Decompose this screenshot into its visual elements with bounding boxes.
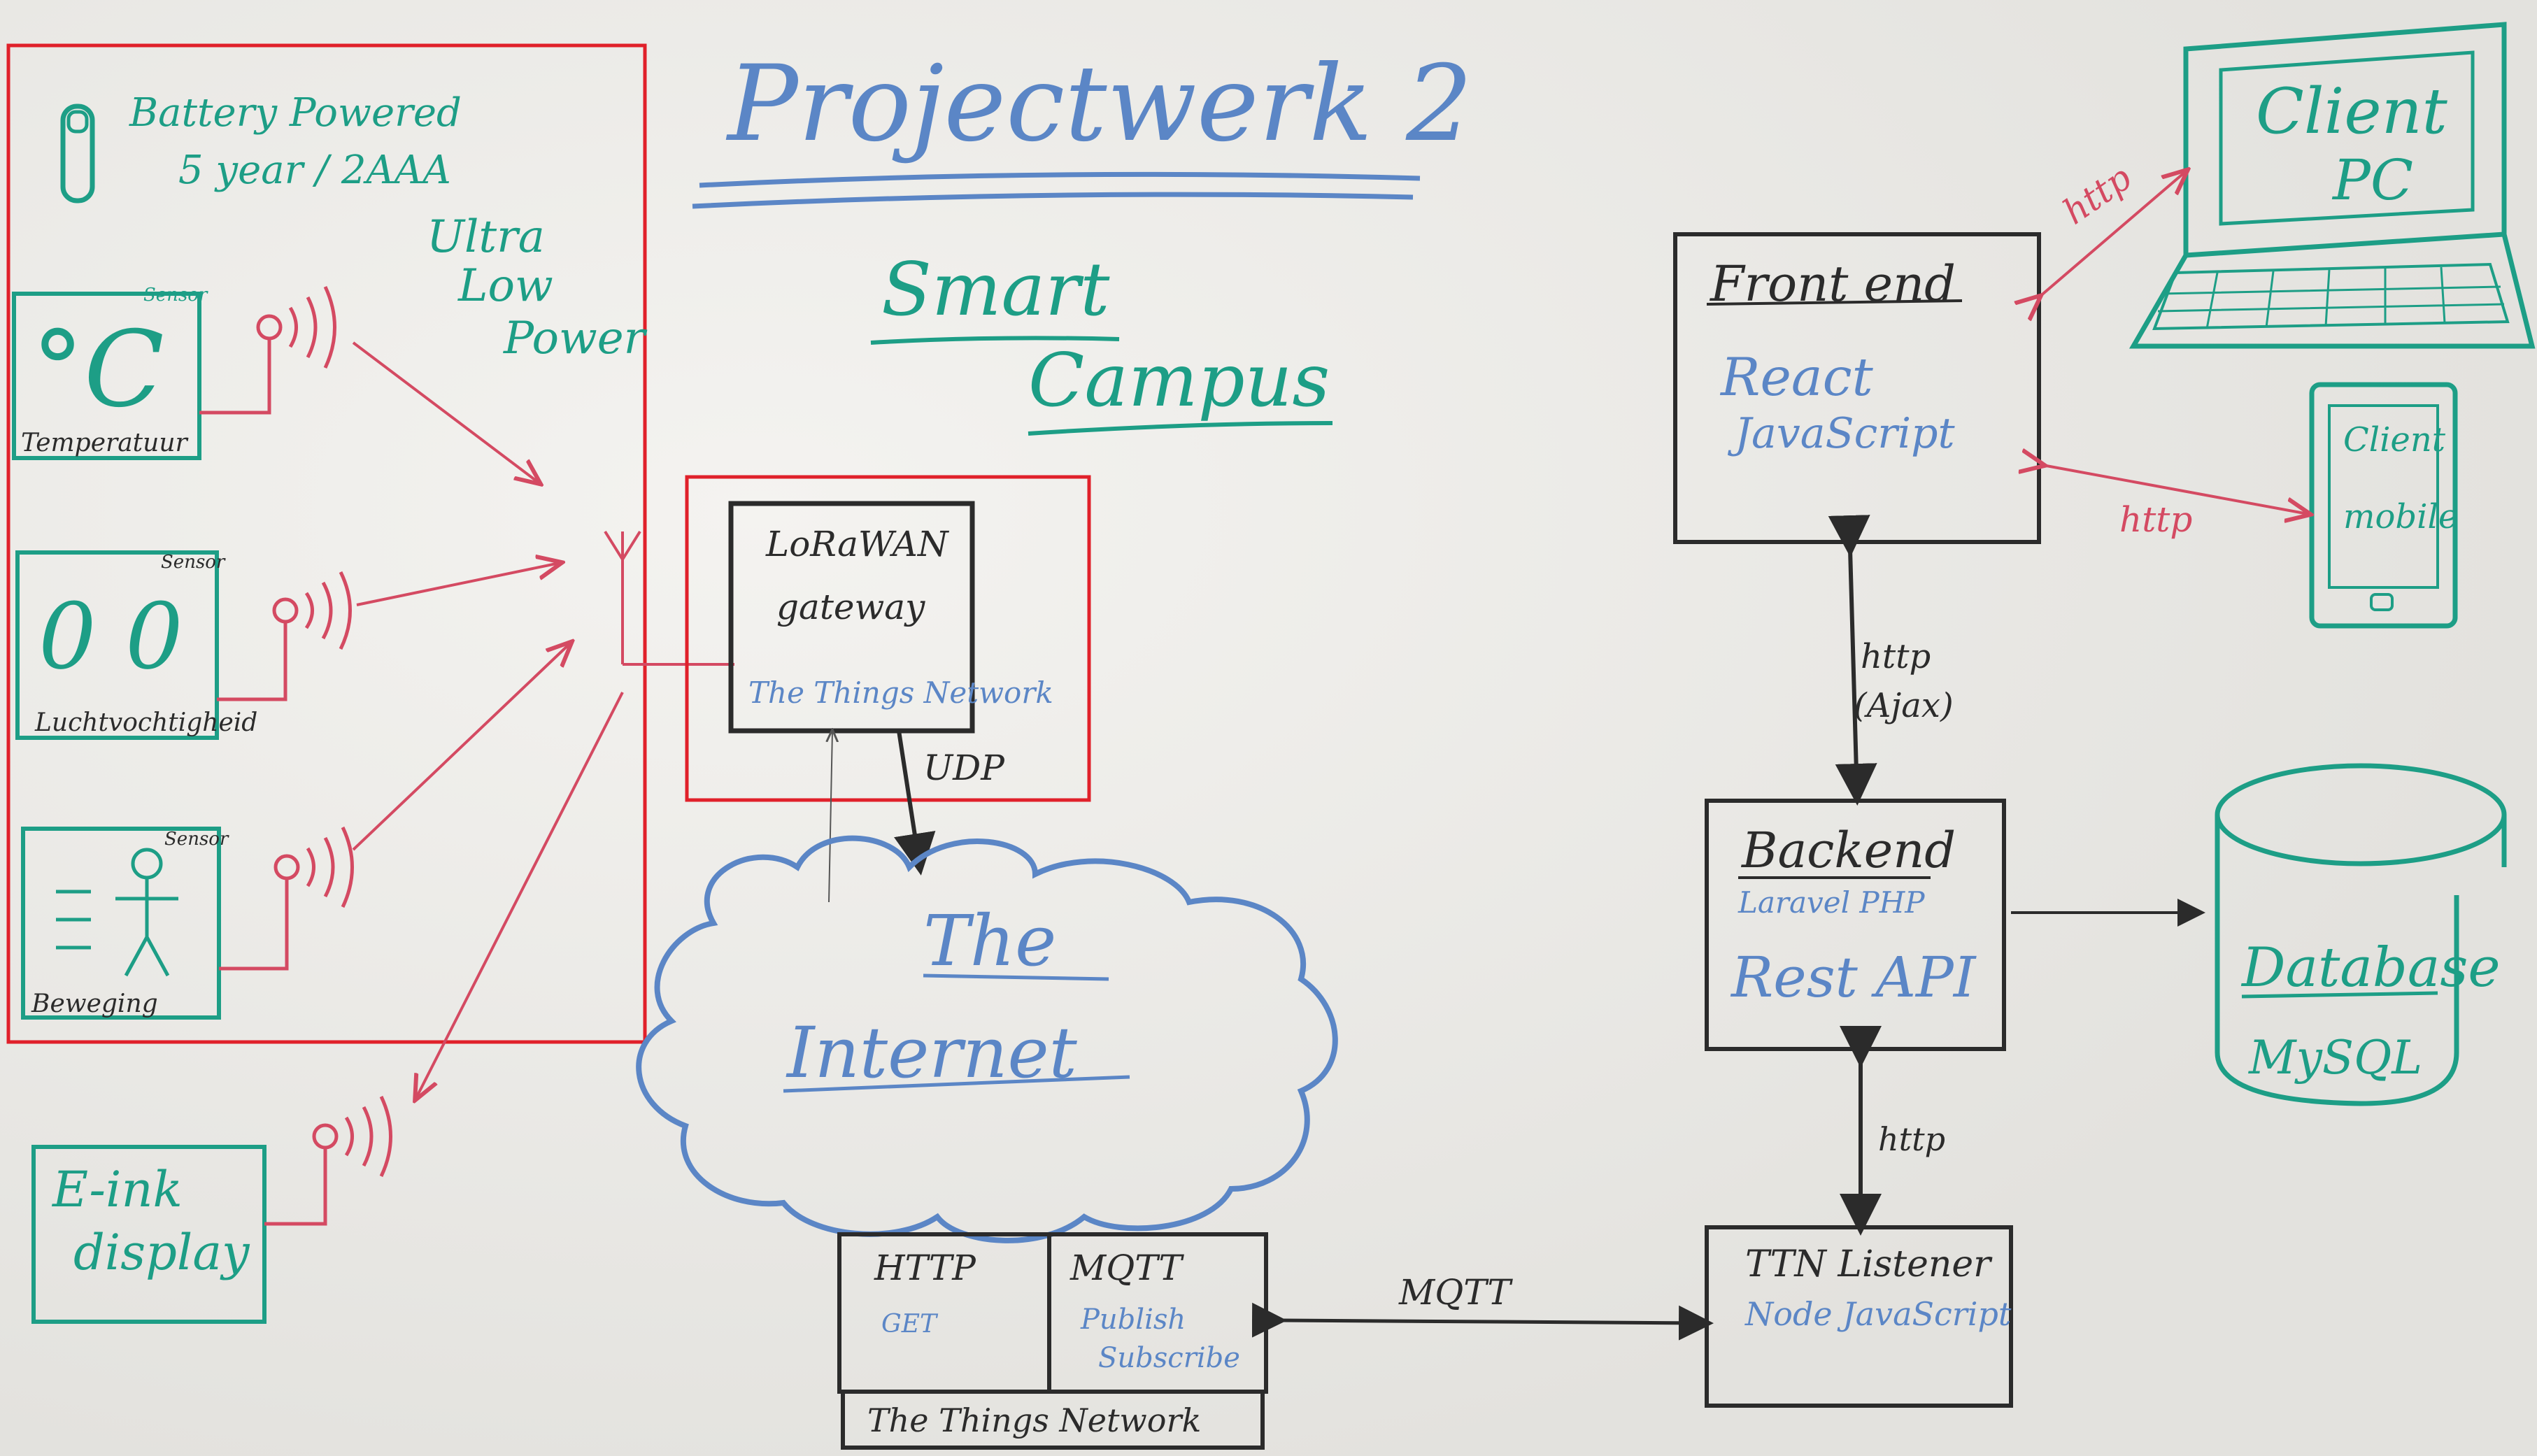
internet-cloud: The Internet	[636, 835, 1338, 1243]
subtitle-underline-1	[870, 336, 1120, 345]
sensor-group-frame	[6, 43, 647, 1044]
sensor-motion: Sensor Beweging	[21, 826, 354, 1020]
mobile-phone-icon: Client mobile	[2309, 382, 2458, 629]
backend: Backend Laravel PHP Rest API	[1705, 799, 2006, 1051]
backend-sub: Laravel PHP	[1737, 885, 1925, 920]
arrow-ttn-listener	[1251, 1302, 1714, 1341]
arrow-antenna-eink	[416, 692, 624, 1098]
sensor-label: Luchtvochtigheid	[34, 708, 257, 737]
gateway-sub: The Things Network	[748, 676, 1053, 710]
sensor-humidity: Sensor 0 0 Luchtvochtigheid	[15, 550, 352, 740]
arrow-sensor2-antenna	[356, 563, 560, 606]
stick-figure-icon	[56, 848, 178, 977]
gateway-line-1: LoRaWAN	[765, 524, 950, 564]
arrow-sensor1-antenna	[352, 341, 539, 483]
arrow-gateway-internet	[894, 730, 936, 876]
title-underline-2	[692, 192, 1414, 209]
eink-display: E-ink display	[31, 1095, 392, 1324]
ulp-line-2: Low	[457, 260, 553, 312]
sensor-temperature: Sensor °C Temperatuur	[12, 285, 336, 460]
title-underline-1	[699, 171, 1421, 188]
title: Projectwerk 2	[725, 43, 1472, 165]
eink-line-2: display	[73, 1224, 250, 1281]
ttn-footer: The Things Network	[867, 1401, 1201, 1439]
ttn-http-title: HTTP	[874, 1248, 976, 1288]
http-ajax-line-1: http	[1861, 637, 1931, 676]
http-backend-label: http	[1878, 1120, 1945, 1158]
ttn-mqtt-title: MQTT	[1069, 1248, 1184, 1288]
gateway-group-frame	[685, 475, 1091, 802]
http-ajax-line-2: (Ajax)	[1854, 686, 1954, 725]
http-mobile-label: http	[2119, 499, 2192, 540]
gateway-line-2: gateway	[776, 587, 925, 627]
radio-waves-icon	[264, 1095, 392, 1226]
sensor-tag: Sensor	[164, 829, 229, 850]
battery-icon	[60, 104, 95, 204]
database-sub: MySQL	[2248, 1031, 2422, 1085]
database-cylinder: Database MySQL	[2215, 763, 2507, 1106]
subtitle-underline-2	[1028, 421, 1333, 436]
frontend-sub-1: React	[1719, 346, 1874, 408]
client-mobile-line-1: Client	[2343, 420, 2446, 459]
listener-sub: Node JavaScript	[1744, 1295, 2012, 1333]
client-pc-line-2: PC	[2331, 148, 2413, 213]
antenna-icon	[604, 530, 734, 666]
arrow-frontend-client-pc	[2039, 171, 2186, 297]
udp-label: UDP	[923, 748, 1005, 788]
backend-title: Backend	[1740, 822, 1956, 879]
sensor-tag: Sensor	[161, 552, 226, 573]
client-pc-line-1: Client	[2256, 75, 2448, 148]
ttn-mqtt-sub-2: Subscribe	[1098, 1342, 1240, 1374]
subtitle-line-1: Smart	[881, 247, 1110, 332]
sensor-tag: Sensor	[143, 285, 208, 306]
cloud-line-1: The	[923, 900, 1056, 982]
eink-line-1: E-ink	[51, 1161, 183, 1218]
ttn-http-sub: GET	[881, 1310, 939, 1339]
arrow-frontend-backend	[1828, 515, 1877, 806]
arrow-sensor3-antenna	[352, 643, 570, 851]
frontend-sub-2: JavaScript	[1727, 409, 1955, 458]
ulp-line-3: Power	[503, 313, 648, 364]
ulp-line-1: Ultra	[427, 211, 545, 263]
radio-waves-icon	[199, 285, 336, 415]
sensor-glyph: °C	[31, 309, 164, 431]
listener-title: TTN Listener	[1745, 1243, 1993, 1285]
sensor-label: Temperatuur	[21, 429, 189, 457]
battery-line-1: Battery Powered	[129, 90, 462, 136]
battery-line-2: 5 year / 2AAA	[178, 148, 451, 193]
client-mobile-line-2: mobile	[2343, 497, 2458, 536]
radio-waves-icon	[219, 826, 354, 971]
sensor-glyph: 0 0	[38, 583, 183, 690]
radio-waves-icon	[217, 571, 352, 701]
database-title: Database	[2240, 936, 2501, 999]
arrow-frontend-client-mobile	[2042, 465, 2308, 514]
subtitle-line-2: Campus	[1028, 338, 1330, 423]
sensor-label: Beweging	[31, 990, 158, 1018]
lorawan-gateway: LoRaWAN gateway The Things Network	[728, 501, 1053, 734]
arrow-internet-gateway	[829, 731, 832, 903]
ttn-mqtt-sub-1: Publish	[1080, 1304, 1186, 1336]
backend-api: Rest API	[1730, 945, 1977, 1010]
mqtt-label: MQTT	[1398, 1272, 1513, 1313]
